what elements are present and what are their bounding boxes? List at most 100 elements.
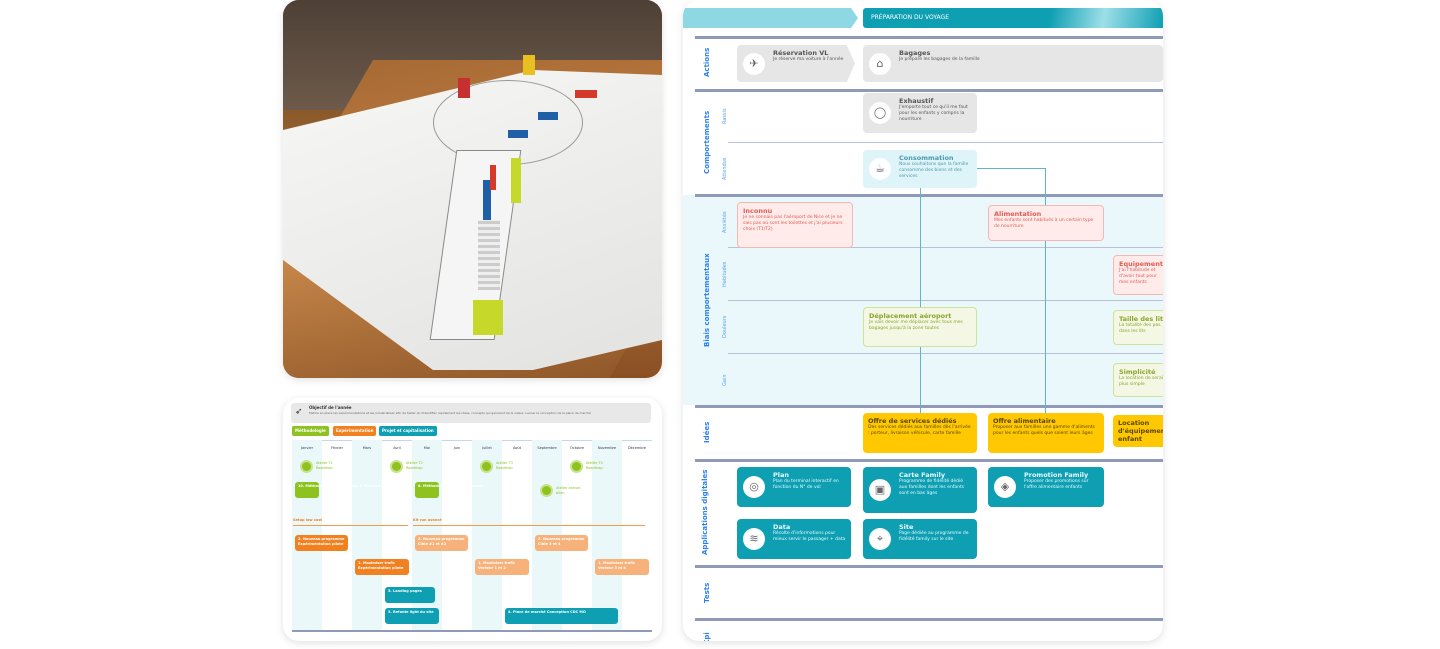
connector-line [920,188,921,413]
card-text: Programme de fidélité dédié aux familles… [899,479,965,496]
card-title: Simplicité [1119,368,1156,376]
sublane-divider [728,300,1163,301]
month-label: Octobre [570,446,584,450]
compass-icon: ➶ [295,407,303,417]
month-label: Juillet [482,446,492,450]
connector-line [1045,168,1046,413]
annual-icon [540,484,553,497]
location-icon: ◎ [743,476,765,498]
card-title: Promotion Family [1024,471,1089,479]
card-text: Je vais devoir me déplacer avec tous mes… [869,320,963,331]
sublane-divider [728,247,1163,248]
card-text: Plan du terminal interactif en fonction … [773,479,839,490]
month-label: Décembre [627,446,647,450]
green-block [473,300,503,335]
tag-methodologie: Méthodologie [292,426,329,436]
phase-previous [683,8,858,28]
card-text: Des services dédiés aux familles dès l'a… [868,425,971,436]
lego-figure [458,78,470,98]
methodo-item[interactable]: 8. Méthodologie Industrialisation [415,482,484,498]
bag-icon: ⌂ [869,52,891,75]
card-text: Proposer des promotions sur l'offre alim… [1024,479,1089,490]
card-title: Consommation [899,154,954,162]
card-title: Déplacement aéroport [869,312,952,320]
green-block [511,158,521,203]
card-icon: ▣ [869,479,891,501]
roadmap-item[interactable]: 2. Nouveau programme Cible #1 et #2 [415,535,468,551]
month-label: Avril [393,446,401,450]
methodo-item-label: 10. Méthodologie Planification & Prioris… [298,484,387,488]
card-title: Alimentation [994,210,1042,218]
card-text: La totalité des pas dans les lits [1119,323,1161,334]
roadmap-item[interactable]: 5. Landing pages [385,587,435,603]
car-icon: ✈ [743,52,765,75]
apple-icon: ◯ [869,102,891,124]
card-text: Récolte d'informations pour mieux servir… [773,531,846,542]
lane-divider [695,565,1163,568]
atelier-label: Atelier T3 Roadmap [496,461,513,470]
month-label: Mars [362,446,372,450]
roadmap-title: Objectif de l'année [309,405,352,410]
atelier-icon [300,460,313,473]
roadmap-item[interactable]: 1. Maximiser trafic Vecteur 1 et 2 [475,559,529,575]
card-title: Réservation VL [773,49,829,57]
sublane-divider [728,142,1163,143]
table-map-photo [283,0,662,378]
sublane-divider [728,353,1163,354]
card-title: Equipement [1119,260,1163,268]
lane-comportements: Comportements [703,110,711,175]
card-location[interactable]: Location d'équipement enfant [1113,415,1163,447]
phase-label: Kit run avancé [413,518,442,522]
roadmap-item[interactable]: 2. Nouveau programme Cible 3 et 4 [535,535,588,551]
month-label: Novembre [597,446,617,450]
roadmap-item[interactable]: 4. Place de marché Conception CDC MO [505,608,618,624]
lane-divider [695,194,1163,197]
card-text: Je ne connais pas l'aéroport de Nice et … [743,215,843,232]
lane-divider [695,618,1163,621]
tag-projet: Projet et capitalisation [379,426,437,436]
methodo-item[interactable]: 10. Méthodologie Planification & Prioris… [295,482,387,498]
blue-block [483,180,491,230]
lane-biais: Biais comportementaux [703,253,711,347]
card-title: Offre de services dédiés [868,417,957,425]
tag-experimentation: Expérimentation [333,426,377,436]
red-block [575,90,597,98]
card-title: Exhaustif [899,97,934,105]
lego-figure [523,55,535,75]
card-title: Location d'équipement enfant [1118,419,1163,443]
card-text: Je prépare les bagages de la famille [899,57,980,62]
month-label: Janvier [300,446,314,450]
roadmap-item[interactable]: 1. Maximiser trafic Vecteur 3 et 4 [595,559,649,575]
card-text: Mes enfants sont habitués à un certain t… [994,218,1094,229]
roadmap-item[interactable]: 1. Maximiser trafic Expérimentation pilo… [355,559,409,575]
tag-icon: ◈ [994,476,1016,498]
card-text: Proposer aux familles une gamme d'alimen… [993,425,1095,436]
phase-label: PRÉPARATION DU VOYAGE [871,14,949,21]
roadmap-item[interactable]: 3. Refonte light du site [385,608,439,624]
lane-applications: Applications digitales [701,469,709,556]
roadmap-item[interactable]: 2. Nouveau programme Expérimentation pil… [295,535,348,551]
card-text: J'emporte tout ce qu'il me faut pour les… [899,105,968,122]
month-column [592,440,622,630]
atelier-icon [390,460,403,473]
phase-line [293,525,408,526]
card-title: Site [899,523,914,531]
lane-divider [695,89,1163,92]
